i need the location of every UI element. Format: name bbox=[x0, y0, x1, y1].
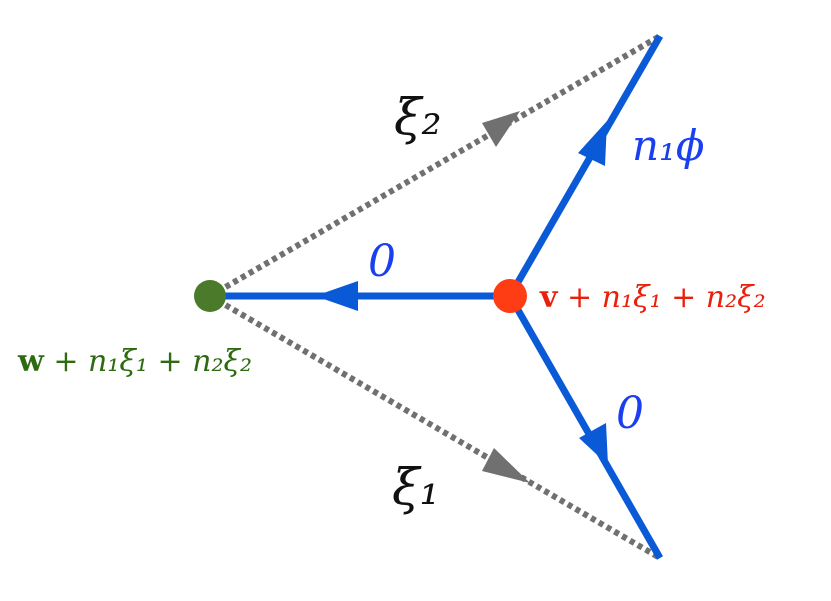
edge-label-center: 0 bbox=[368, 236, 396, 287]
edge-label-upper: n₁ϕ bbox=[632, 121, 705, 170]
node-label-v-rest: + n₁ξ₁ + n₂ξ₂ bbox=[557, 280, 765, 315]
node-label-w-bold: w bbox=[17, 344, 45, 379]
node-label-v-bold: v bbox=[539, 280, 559, 315]
node-label-w: w + n₁ξ₁ + n₂ξ₂ bbox=[17, 344, 252, 379]
dotted-arrow-upper bbox=[482, 111, 520, 147]
edge-lower bbox=[506, 294, 664, 560]
node-v bbox=[493, 279, 527, 313]
dotted-label-lower: ξ₁ bbox=[392, 458, 440, 516]
arrow-upper bbox=[578, 121, 607, 166]
node-w bbox=[194, 280, 226, 312]
arrow-lower bbox=[579, 423, 608, 465]
dotted-label-upper: ξ₂ bbox=[394, 88, 442, 146]
dotted-edge-upper bbox=[208, 33, 662, 299]
edge-label-lower: 0 bbox=[616, 388, 644, 439]
arrow-center bbox=[315, 281, 358, 311]
node-label-w-rest: + n₁ξ₁ + n₂ξ₂ bbox=[44, 344, 252, 379]
edge-upper bbox=[506, 34, 664, 298]
dotted-arrow-lower bbox=[482, 448, 530, 483]
dotted-edge-lower bbox=[208, 293, 662, 561]
node-label-v: v + n₁ξ₁ + n₂ξ₂ bbox=[539, 280, 766, 315]
